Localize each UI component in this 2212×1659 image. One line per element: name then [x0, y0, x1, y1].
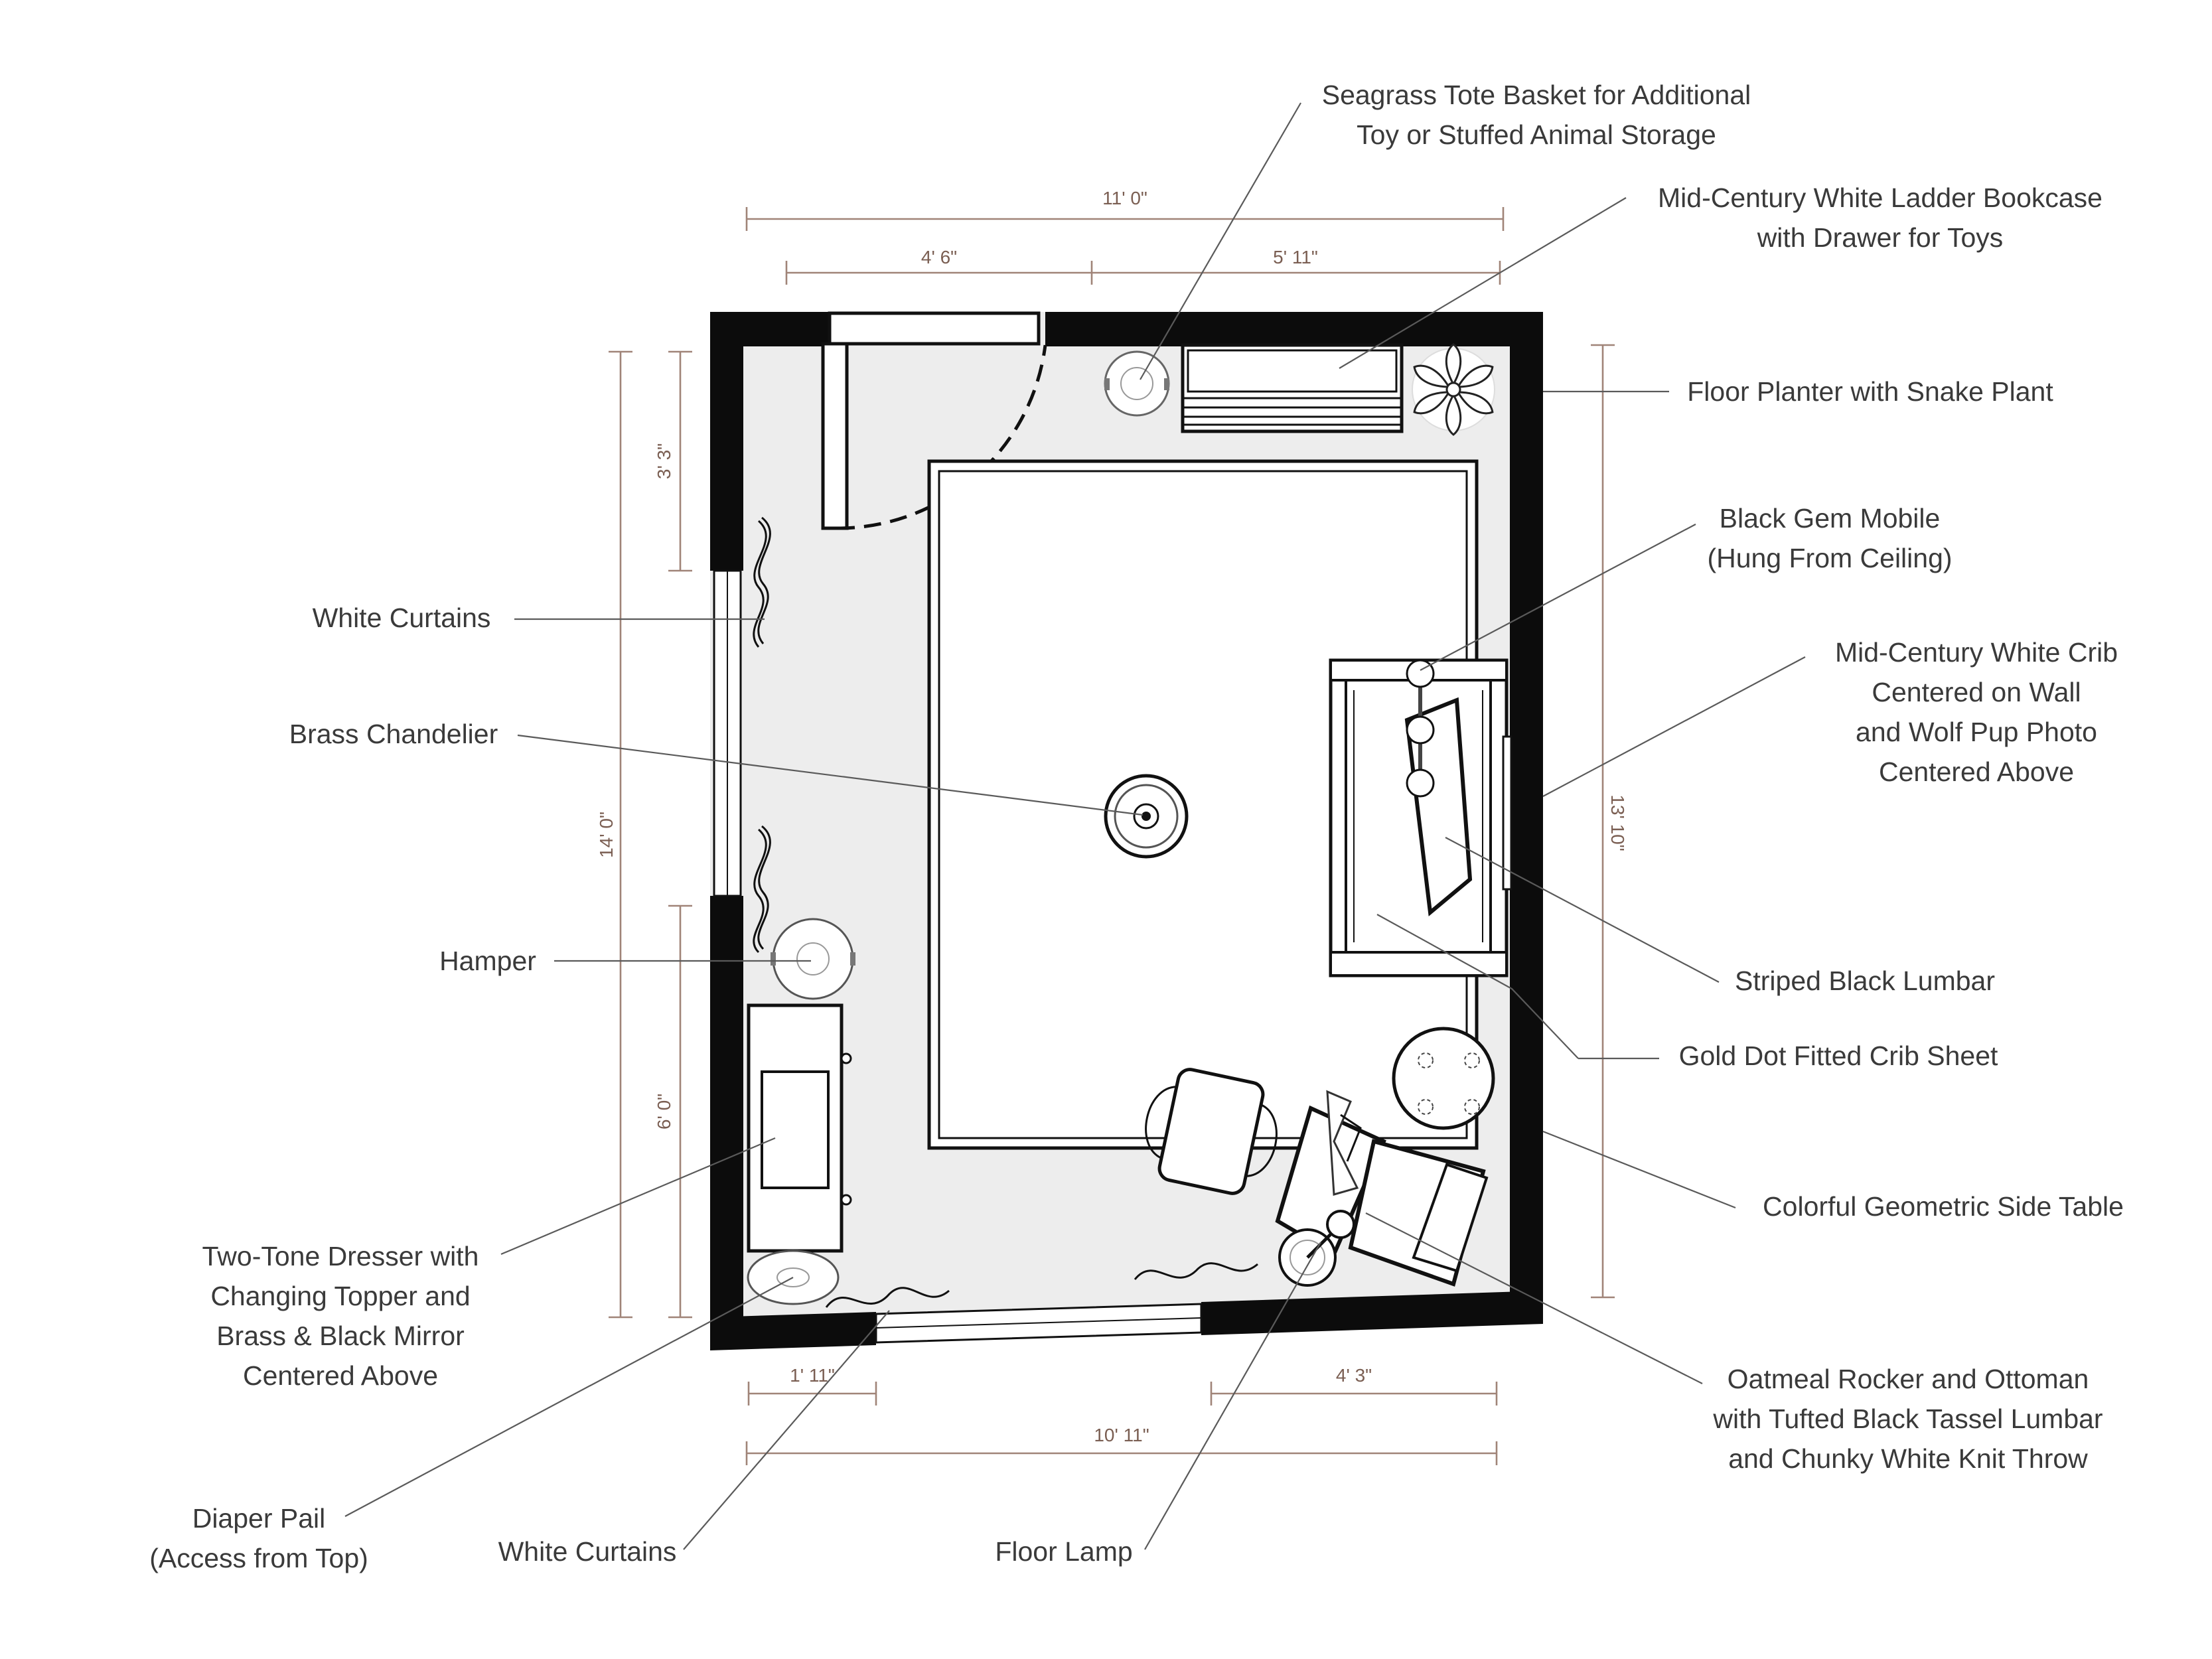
label-diaper-pail-line2: (Access from Top) — [149, 1543, 368, 1573]
label-white-curtains-left: White Curtains — [313, 603, 491, 633]
label-hamper: Hamper — [439, 946, 536, 976]
bottom-window — [875, 1303, 1203, 1344]
dim-left-lower-segment: 6' 0" — [654, 1094, 674, 1129]
label-rocker-line3: and Chunky White Knit Throw — [1728, 1443, 2088, 1474]
left-window — [713, 569, 742, 897]
bottom-curtains — [825, 1262, 1258, 1308]
leader-lines — [344, 102, 1806, 1550]
dim-right-overall: 13' 10" — [1607, 794, 1628, 851]
label-floor-lamp: Floor Lamp — [995, 1536, 1132, 1567]
dim-bottom-right-segment: 4' 3" — [1336, 1365, 1372, 1386]
dim-left-overall: 14' 0" — [596, 812, 617, 858]
label-gem-mobile-line1: Black Gem Mobile — [1720, 503, 1941, 534]
brass-chandelier — [1104, 774, 1189, 859]
label-brass-chandelier: Brass Chandelier — [289, 719, 498, 749]
left-wall-upper — [710, 312, 743, 571]
rocker — [1275, 1090, 1489, 1287]
label-dresser-line4: Centered Above — [243, 1360, 438, 1391]
right-wall — [1510, 312, 1543, 1319]
dim-left-upper-segment: 3' 3" — [654, 443, 674, 479]
dimension-lines — [609, 207, 1615, 1465]
label-floor-planter: Floor Planter with Snake Plant — [1687, 376, 2053, 407]
left-curtains — [753, 516, 771, 954]
label-striped-lumbar: Striped Black Lumbar — [1735, 966, 1995, 996]
dresser — [747, 1003, 852, 1253]
dim-top-right-segment: 5' 11" — [1273, 247, 1318, 267]
top-wall-right — [1045, 312, 1543, 346]
striped-lumbar — [1404, 697, 1473, 916]
label-ladder-bookcase-line2: with Drawer for Toys — [1757, 222, 2004, 253]
left-wall-lower — [710, 896, 743, 1348]
door-leaf — [821, 342, 849, 530]
label-gem-mobile-line2: (Hung From Ceiling) — [1707, 543, 1952, 573]
label-ladder-bookcase-line1: Mid-Century White Ladder Bookcase — [1658, 182, 2102, 213]
label-dresser-line3: Brass & Black Mirror — [216, 1321, 465, 1351]
bottom-wall-left — [710, 1312, 876, 1350]
label-seagrass-tote-line2: Toy or Stuffed Animal Storage — [1357, 119, 1716, 150]
label-diaper-pail-line1: Diaper Pail — [192, 1503, 326, 1534]
dim-top-overall: 11' 0" — [1102, 188, 1147, 208]
label-side-table: Colorful Geometric Side Table — [1763, 1191, 2124, 1222]
door — [821, 311, 1047, 530]
label-white-crib-line2: Centered on Wall — [1872, 677, 2081, 707]
floor-planter — [1412, 343, 1495, 436]
label-white-crib-line3: and Wolf Pup Photo — [1856, 717, 2097, 747]
label-dresser-line2: Changing Topper and — [210, 1281, 470, 1311]
ladder-bookcase — [1181, 343, 1404, 433]
label-white-curtains-bottom: White Curtains — [498, 1536, 677, 1567]
ottoman — [1145, 1068, 1278, 1195]
seagrass-tote-basket — [1104, 350, 1170, 417]
floor-lamp — [1278, 1210, 1355, 1287]
label-rocker-line1: Oatmeal Rocker and Ottoman — [1728, 1364, 2089, 1394]
gem-mobile — [1406, 659, 1435, 798]
dim-bottom-overall: 10' 11" — [1094, 1425, 1149, 1445]
label-seagrass-tote-line1: Seagrass Tote Basket for Additional — [1322, 80, 1751, 110]
dim-top-left-segment: 4' 6" — [921, 247, 957, 267]
label-crib-sheet: Gold Dot Fitted Crib Sheet — [1679, 1041, 1998, 1071]
hamper — [771, 918, 855, 1000]
geometric-side-table — [1392, 1027, 1495, 1130]
label-white-crib-line1: Mid-Century White Crib — [1835, 637, 2118, 668]
label-rocker-line2: with Tufted Black Tassel Lumbar — [1712, 1404, 2102, 1434]
label-dresser-line1: Two-Tone Dresser with — [202, 1241, 479, 1271]
door-jamb — [828, 311, 1041, 346]
label-white-crib-line4: Centered Above — [1879, 757, 2074, 787]
